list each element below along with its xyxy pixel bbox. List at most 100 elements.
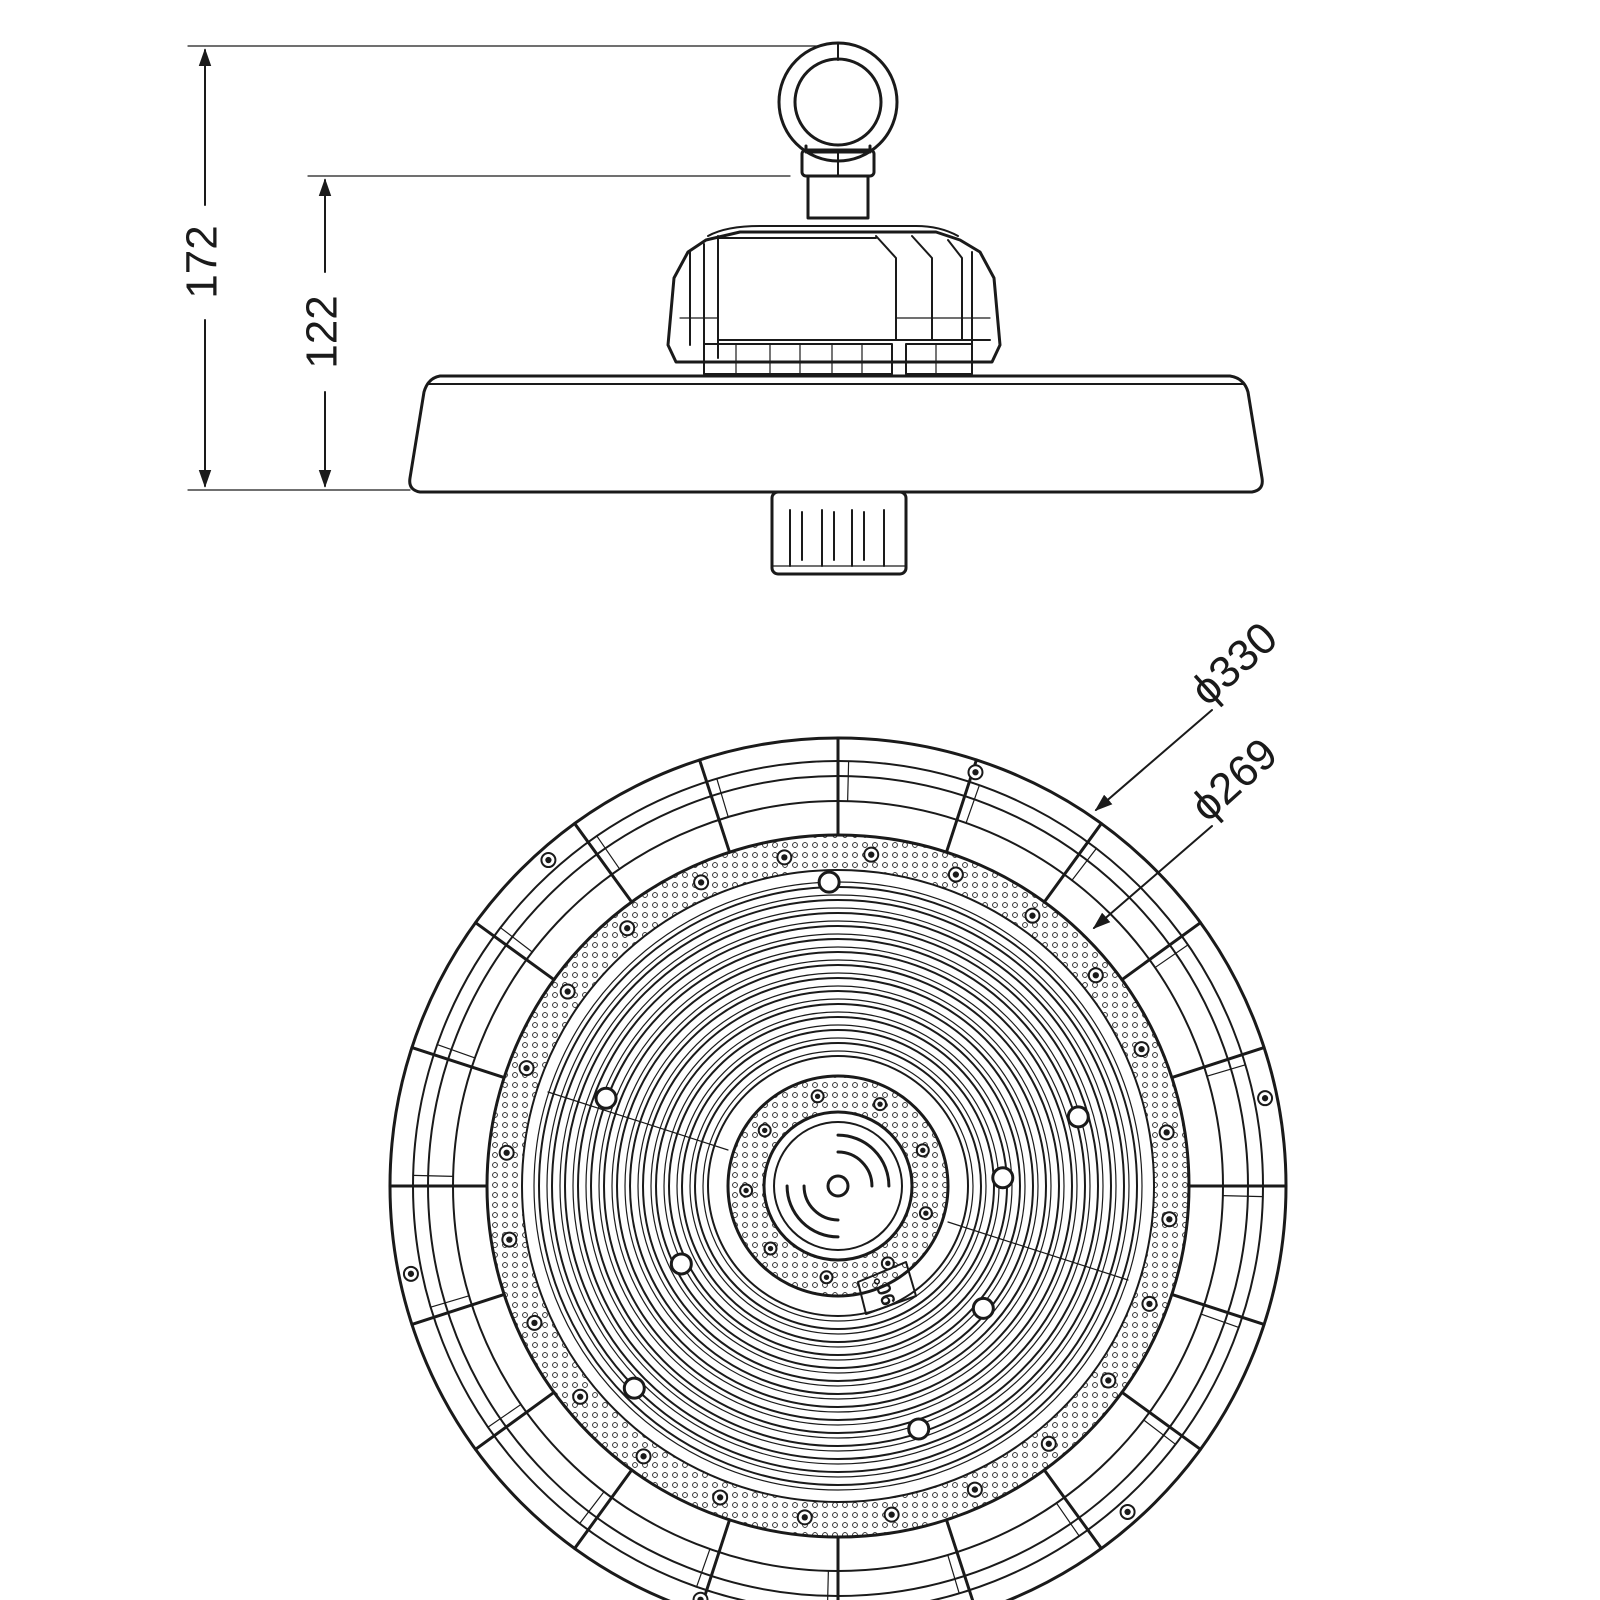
lens-ring — [603, 951, 1073, 1421]
screw-center — [1146, 1300, 1153, 1308]
lens-ring-inner — [572, 920, 1104, 1452]
lens-ring — [629, 977, 1047, 1395]
screw-center — [545, 856, 552, 864]
dimension-inner-diameter: ϕ269 — [1092, 729, 1287, 930]
screw-center — [531, 1319, 538, 1327]
bottom-view: 90° ϕ330 ϕ269 — [388, 613, 1288, 1600]
lens-ring — [642, 990, 1034, 1382]
fin-edge — [430, 1295, 470, 1308]
lens-ring-inner — [611, 959, 1065, 1413]
fin — [701, 1518, 732, 1600]
screw-center — [762, 1127, 768, 1134]
inner-diameter-label: ϕ269 — [1181, 729, 1287, 831]
lens-ring — [655, 1003, 1021, 1369]
fin-edge — [947, 1554, 960, 1594]
fin — [410, 1046, 506, 1080]
screw-center — [716, 1494, 724, 1501]
screw-center — [1166, 1216, 1173, 1223]
fin-edge — [1154, 944, 1189, 969]
fin-edge — [696, 1548, 711, 1588]
lens-ring-inner — [559, 907, 1117, 1465]
screw-center — [877, 1101, 883, 1107]
fin — [1042, 822, 1103, 904]
lens-hole — [991, 1166, 1015, 1190]
screw-center — [1163, 1129, 1170, 1136]
screw-center — [781, 854, 788, 861]
fin-edge — [1200, 1313, 1240, 1328]
lens-ring-inner — [650, 998, 1026, 1374]
lens-ring-inner — [689, 1037, 987, 1335]
fin-edge — [827, 1570, 829, 1600]
screw-center — [503, 1149, 510, 1156]
lens-ring-inner — [624, 972, 1052, 1400]
screw-center — [1029, 912, 1036, 919]
driver-housing — [666, 225, 1002, 375]
outer-diameter-label: ϕ330 — [1181, 613, 1287, 715]
screw-center — [767, 1245, 774, 1252]
fin-edge — [1143, 1419, 1177, 1445]
lens-hole — [622, 1376, 646, 1400]
fin-edge — [1222, 1195, 1264, 1198]
sensor-cap — [770, 490, 908, 576]
lens-ring — [551, 899, 1125, 1473]
eye-bolt — [777, 41, 899, 220]
lens-hole — [907, 1417, 931, 1441]
lens-hole — [1066, 1105, 1090, 1129]
screw-center — [888, 1511, 895, 1518]
screw-center — [697, 879, 705, 886]
lens-ring-inner — [637, 985, 1039, 1387]
screw-center — [577, 1393, 584, 1400]
fin-edge — [487, 1403, 522, 1428]
screw-center — [885, 1260, 891, 1267]
rim-screws — [402, 764, 1274, 1600]
screw-center — [1138, 1045, 1145, 1053]
sensor-icon — [785, 1133, 891, 1239]
screw-center — [743, 1187, 749, 1194]
side-view: 172 122 — [178, 41, 1264, 576]
fin — [1170, 1046, 1266, 1080]
screw-center — [1261, 1095, 1269, 1102]
screw-center — [972, 769, 979, 776]
lens-hole — [594, 1086, 618, 1110]
fin-edge — [412, 1174, 454, 1177]
fin — [573, 1468, 634, 1550]
screw-center — [823, 1274, 830, 1280]
dimension-body-height: 122 — [298, 175, 791, 488]
heat-sink-fins — [388, 736, 1288, 1600]
fin — [410, 1292, 506, 1326]
hub-screws — [739, 1089, 933, 1285]
screw-center — [506, 1236, 513, 1243]
lens-hole — [817, 870, 841, 894]
construction-lines — [547, 1091, 1129, 1281]
screw-center — [523, 1064, 530, 1072]
screw-center — [1124, 1508, 1131, 1516]
lens-ring-inner — [702, 1050, 974, 1322]
fin-edge — [965, 784, 980, 824]
heat-sink-disc — [408, 374, 1264, 494]
lens-mounting-holes — [594, 870, 1090, 1441]
screw-center — [923, 1210, 929, 1216]
screw-center — [801, 1514, 808, 1521]
lens-ring — [590, 938, 1086, 1434]
fin-edge — [579, 1491, 605, 1525]
fin-edge — [436, 1044, 476, 1059]
lens-rings — [533, 881, 1143, 1491]
lens-ring — [694, 1042, 982, 1330]
perforated-ring-screws — [498, 846, 1178, 1526]
body-height-label: 122 — [298, 295, 347, 368]
lens-hole — [971, 1296, 995, 1320]
screw-center — [640, 1453, 647, 1460]
fin — [1120, 1390, 1202, 1451]
screw-center — [952, 871, 960, 878]
lens-ring-inner — [585, 933, 1091, 1439]
lens-hole — [669, 1252, 693, 1276]
fin — [1120, 921, 1202, 982]
fin-edge — [1071, 847, 1097, 881]
screw-center — [624, 925, 631, 932]
screw-center — [697, 1596, 704, 1600]
screw-center — [971, 1486, 979, 1493]
lens-ring-inner — [546, 894, 1130, 1478]
fin-edge — [847, 760, 850, 802]
dimension-total-height: 172 — [178, 45, 823, 491]
screw-center — [920, 1147, 926, 1154]
